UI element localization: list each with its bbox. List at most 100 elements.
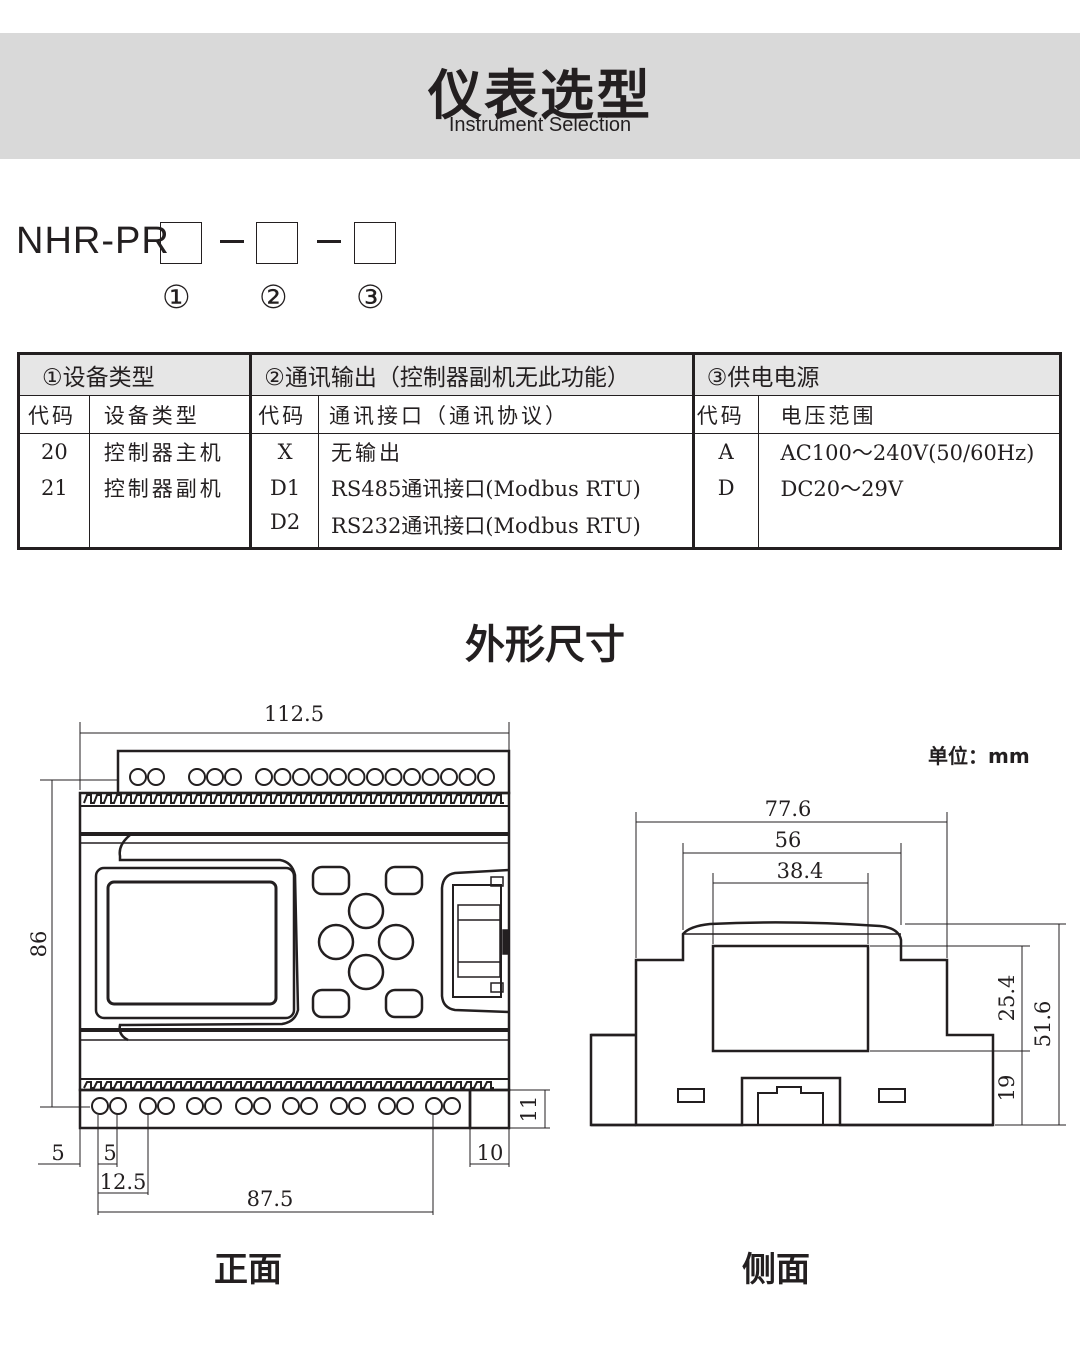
table-header-row: ①设备类型 ②通讯输出（控制器副机无此功能） ③供电电源 [18, 353, 1061, 396]
terminal-screw [347, 768, 366, 786]
key-down [347, 953, 385, 991]
top-terminals [129, 768, 495, 786]
model-slot-1 [160, 222, 202, 264]
terminal-screw [109, 1097, 127, 1115]
dim-upper-height: 25.4 [995, 975, 1019, 1022]
col3-name: DC20～29V [757, 470, 1061, 506]
dim-right-offset: 10 [477, 1141, 504, 1165]
key-left [317, 923, 355, 961]
terminal-screw [292, 768, 310, 786]
terminal-screw [157, 1097, 175, 1115]
dim-side-top-width: 38.4 [777, 859, 824, 883]
col3-code: D [691, 470, 759, 506]
section-subtitle: Instrument Selection [448, 114, 632, 136]
terminal-screw [224, 768, 242, 786]
col2-name: 无输出 [318, 433, 694, 470]
terminal-screw [129, 768, 147, 786]
col1-title: ①设备类型 [18, 353, 251, 396]
terminal-screw [440, 768, 458, 786]
model-dash-1 [220, 240, 244, 243]
col1-code-header: 代码 [18, 395, 90, 434]
terminal-screw [425, 1097, 443, 1115]
unit-label: 单位：mm [928, 744, 1030, 768]
terminal-screw [188, 768, 206, 786]
model-dash-2 [317, 240, 341, 243]
model-prefix: NHR-PR [16, 220, 170, 262]
key-right [377, 923, 415, 961]
terminal-screw [282, 1097, 300, 1115]
terminal-screw [396, 1097, 414, 1115]
col1-name: 控制器主机 [88, 433, 251, 470]
dim-side-mid-width: 56 [775, 828, 802, 852]
terminal-screw [204, 1097, 222, 1115]
terminal-screw [403, 768, 421, 786]
side-view: 77.6 56 38.4 25.4 51.6 19 [589, 797, 1066, 1127]
terminal-screw [330, 1097, 348, 1115]
section-title: 仪表选型 [428, 64, 652, 127]
side-caption: 侧面 [742, 1250, 810, 1290]
col3-name: AC100～240V(50/60Hz) [757, 433, 1061, 470]
terminal-screw [477, 768, 495, 786]
dim-left-offset: 5 [51, 1141, 64, 1165]
dim-total-height: 51.6 [1031, 1001, 1055, 1048]
col3-title: ③供电电源 [691, 353, 1061, 396]
slot-marker-2: ② [259, 278, 288, 316]
terminal-screw [147, 768, 165, 786]
key-up [347, 892, 385, 930]
col2-code: D2 [249, 506, 319, 548]
table-subheader-row: 代码 设备类型 代码 通讯接口（通讯协议） 代码 电压范围 [18, 395, 1061, 434]
terminal-screw [384, 768, 403, 786]
model-slot-3 [354, 222, 396, 264]
terminal-screw [139, 1097, 157, 1115]
dim-front-height: 86 [27, 931, 51, 958]
terminal-screw [235, 1097, 253, 1115]
terminal-screw [255, 768, 273, 786]
dim-terminal-span: 87.5 [247, 1187, 294, 1211]
dim-side-width: 77.6 [765, 797, 812, 821]
col2-code-header: 代码 [249, 395, 319, 434]
terminal-screw [300, 1097, 318, 1115]
dim-rail-height: 19 [995, 1075, 1019, 1102]
key-top-left [311, 865, 351, 896]
terminal-screw [348, 1097, 366, 1115]
terminal-screw [366, 768, 384, 786]
terminal-screw [443, 1097, 461, 1115]
selection-table: ①设备类型 ②通讯输出（控制器副机无此功能） ③供电电源 代码 设备类型 代码 … [17, 352, 1062, 550]
terminal-screw [329, 768, 347, 786]
slot-marker-1: ① [162, 278, 191, 316]
section-header: 仪表选型 Instrument Selection [0, 33, 1080, 159]
col1-name-header: 设备类型 [88, 395, 251, 434]
col2-name: RS485通讯接口(Modbus RTU) [318, 470, 694, 506]
bottom-terminals [91, 1097, 461, 1115]
col3-code: A [691, 433, 759, 470]
terminal-screw [91, 1097, 109, 1115]
dimensions-title: 外形尺寸 [465, 622, 625, 668]
table-row: 20 控制器主机 X 无输出 A AC100～240V(50/60Hz) [19, 433, 1061, 470]
col3-code-header: 代码 [691, 395, 759, 434]
terminal-screw [458, 768, 477, 786]
col1-name: 控制器副机 [88, 470, 251, 506]
terminal-screw [310, 768, 329, 786]
terminal-screw [273, 768, 292, 786]
col2-code: X [249, 433, 319, 470]
keypad [311, 865, 424, 1019]
key-bottom-left [311, 988, 351, 1019]
front-view: 112.5 86 5 5 12.5 87.5 10 11 [27, 702, 550, 1215]
col3-name-header: 电压范围 [757, 395, 1061, 434]
col1-code: 21 [41, 476, 68, 500]
dim-bottom-height: 11 [517, 1096, 541, 1123]
col2-code: D1 [249, 470, 319, 506]
dim-front-width: 112.5 [264, 702, 324, 726]
dim-first-pitch: 5 [103, 1141, 116, 1165]
key-bottom-right [384, 988, 424, 1019]
table-row: D2 RS232通讯接口(Modbus RTU) [19, 506, 1061, 548]
terminal-screw [253, 1097, 271, 1115]
col2-title: ②通讯输出（控制器副机无此功能） [249, 353, 694, 396]
slot-marker-3: ③ [356, 278, 385, 316]
terminal-screw [206, 768, 224, 786]
key-top-right [384, 865, 424, 896]
terminal-screw [378, 1097, 396, 1115]
col1-code: 20 [41, 440, 68, 464]
col2-name: RS232通讯接口(Modbus RTU) [318, 506, 694, 548]
